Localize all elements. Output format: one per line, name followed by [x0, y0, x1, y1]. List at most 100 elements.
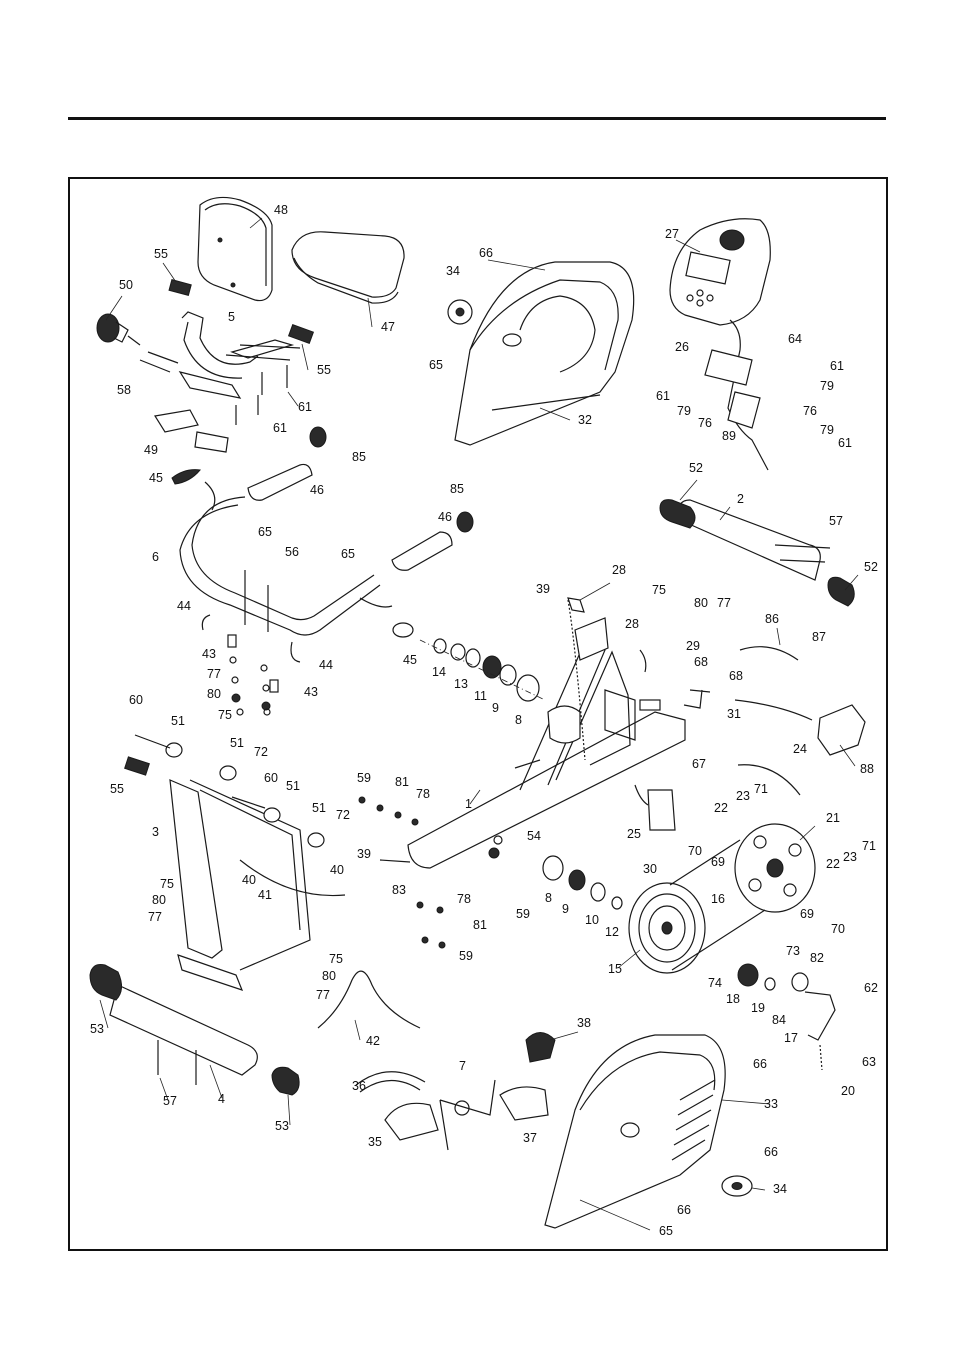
part-label: 55: [154, 247, 168, 261]
main-frame-part: [407, 617, 686, 869]
part-label: 88: [860, 762, 874, 776]
console-part: [669, 218, 771, 471]
part-label: 17: [784, 1031, 798, 1045]
part-label: 77: [316, 988, 330, 1002]
part-label: 31: [727, 707, 741, 721]
part-label: 55: [317, 363, 331, 377]
leader-lines: [99, 217, 859, 1231]
part-label: 79: [820, 423, 834, 437]
part-label: 35: [368, 1135, 382, 1149]
part-label: 7: [459, 1059, 466, 1073]
part-label: 1: [465, 797, 472, 811]
frame-bolts: [358, 796, 503, 949]
part-label: 80: [322, 969, 336, 983]
part-label: 43: [304, 685, 318, 699]
part-label: 74: [708, 976, 722, 990]
part-label: 89: [722, 429, 736, 443]
part-label: 64: [788, 332, 802, 346]
part-label: 72: [254, 745, 268, 759]
part-label: 14: [432, 665, 446, 679]
part-label: 43: [202, 647, 216, 661]
part-label: 46: [438, 510, 452, 524]
part-label: 4: [218, 1092, 225, 1106]
crank-pedals: [355, 1032, 556, 1151]
part-label: 67: [692, 757, 706, 771]
part-label: 51: [230, 736, 244, 750]
part-label: 61: [838, 436, 852, 450]
part-label: 22: [826, 857, 840, 871]
part-label: 78: [416, 787, 430, 801]
part-label: 70: [831, 922, 845, 936]
part-label: 77: [148, 910, 162, 924]
part-label: 61: [830, 359, 844, 373]
part-label: 75: [652, 583, 666, 597]
part-label: 40: [242, 873, 256, 887]
part-label: 81: [395, 775, 409, 789]
part-label: 32: [578, 413, 592, 427]
part-label: 3: [152, 825, 159, 839]
part-label: 39: [536, 582, 550, 596]
part-label: 57: [829, 514, 843, 528]
pulley-part: [669, 823, 816, 971]
adapter-88: [734, 699, 866, 756]
part-label: 59: [357, 771, 371, 785]
part-label: 81: [473, 918, 487, 932]
part-label: 85: [352, 450, 366, 464]
spacer-washers: [419, 638, 546, 702]
part-label: 65: [429, 358, 443, 372]
part-label: 39: [357, 847, 371, 861]
part-label: 61: [273, 421, 287, 435]
part-label: 76: [698, 416, 712, 430]
part-label: 70: [688, 844, 702, 858]
part-label: 82: [810, 951, 824, 965]
part-label: 66: [677, 1203, 691, 1217]
diagram-frame: [68, 177, 888, 1251]
part-label: 29: [686, 639, 700, 653]
part-label: 25: [627, 827, 641, 841]
part-label: 21: [826, 811, 840, 825]
part-label: 42: [366, 1034, 380, 1048]
part-label: 66: [753, 1057, 767, 1071]
part-label: 38: [577, 1016, 591, 1030]
part-label: 45: [149, 471, 163, 485]
part-label: 68: [694, 655, 708, 669]
part-label: 75: [218, 708, 232, 722]
part-label: 63: [862, 1055, 876, 1069]
part-label: 55: [110, 782, 124, 796]
wire-29: [639, 649, 647, 673]
part-label: 8: [515, 713, 522, 727]
part-label: 65: [659, 1224, 673, 1238]
part-label: 13: [454, 677, 468, 691]
part-label: 54: [527, 829, 541, 843]
part-label: 60: [129, 693, 143, 707]
part-label: 47: [381, 320, 395, 334]
part-label: 53: [275, 1119, 289, 1133]
part-label: 86: [765, 612, 779, 626]
part-label: 66: [764, 1145, 778, 1159]
part-label: 49: [144, 443, 158, 457]
bracket-31: [683, 689, 711, 709]
cable-42: [317, 970, 421, 1029]
part-label: 8: [545, 891, 552, 905]
part-label: 75: [329, 952, 343, 966]
rear-stabilizer-part: [659, 499, 855, 607]
seat-bracket-part: [139, 279, 315, 425]
part-label: 41: [258, 888, 272, 902]
part-label: 62: [864, 981, 878, 995]
part-label: 24: [793, 742, 807, 756]
part-label: 52: [864, 560, 878, 574]
part-label: 6: [152, 550, 159, 564]
bearing-washers-right: [542, 855, 623, 910]
part-label: 77: [717, 596, 731, 610]
front-stabilizer-part: [89, 964, 300, 1096]
part-label: 79: [677, 404, 691, 418]
washer-stack-left: [229, 656, 271, 716]
part-label: 71: [754, 782, 768, 796]
part-label: 59: [459, 949, 473, 963]
part-label: 9: [492, 701, 499, 715]
part-label: 30: [643, 862, 657, 876]
cable-86: [739, 646, 799, 661]
chain-cover-right-part: [544, 1034, 753, 1229]
part-label: 44: [177, 599, 191, 613]
part-label: 57: [163, 1094, 177, 1108]
